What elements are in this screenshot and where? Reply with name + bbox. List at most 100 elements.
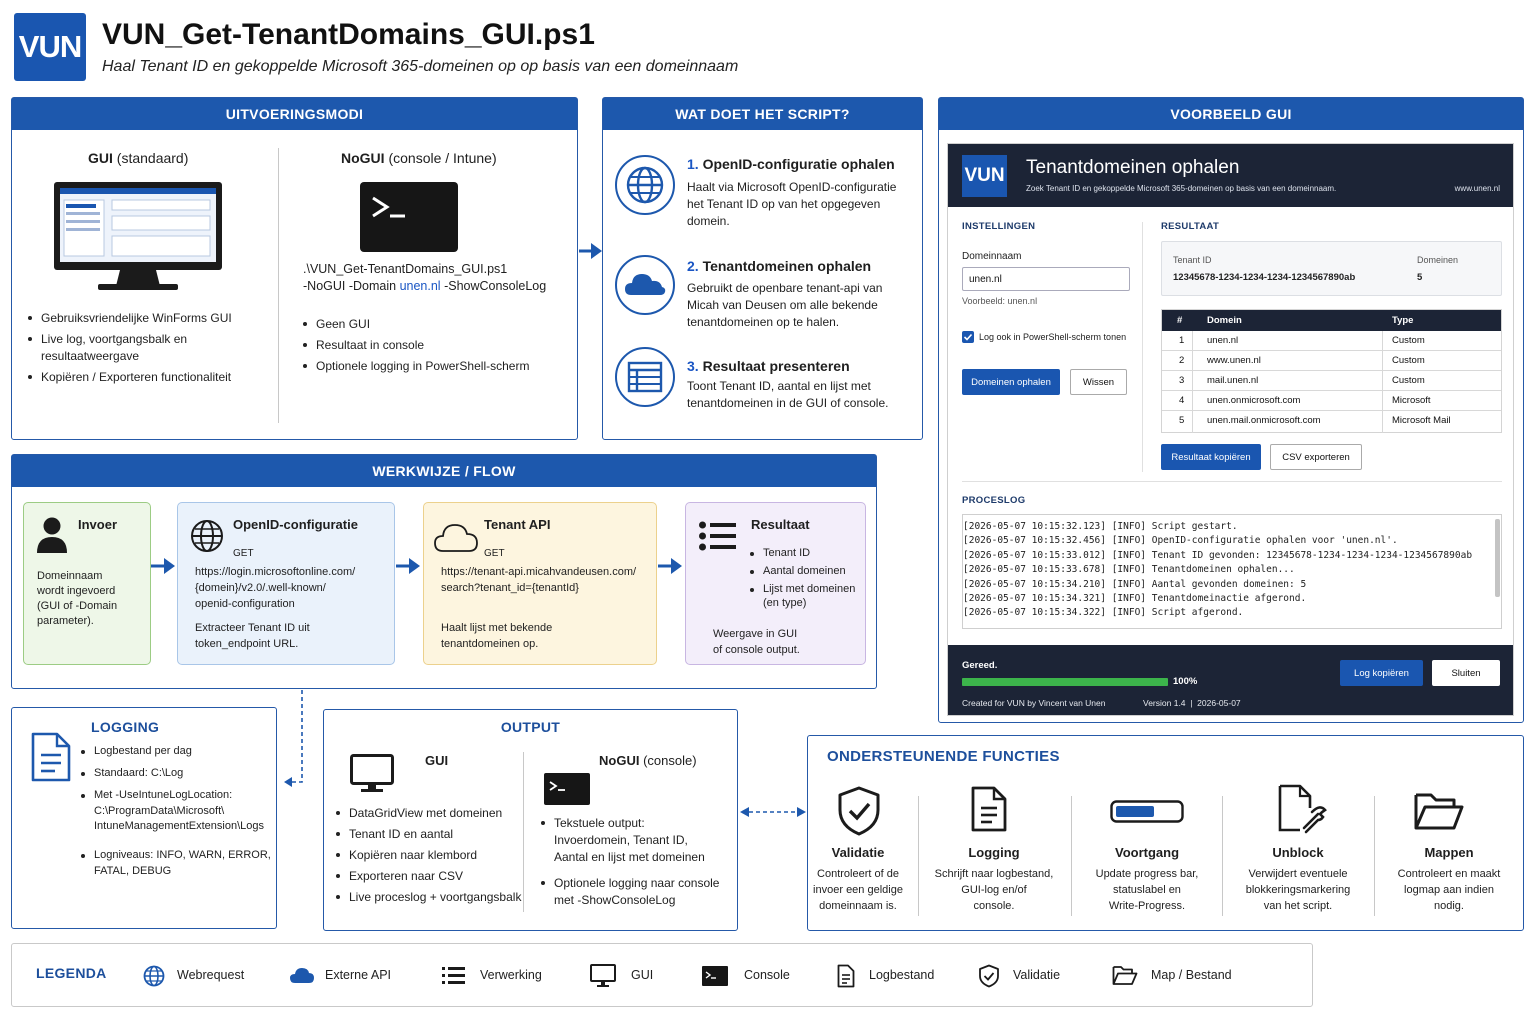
step-2-desc-2: Micah van Deusen om alle bekende <box>687 298 878 312</box>
gui-log-checkbox[interactable] <box>962 331 974 343</box>
document-icon <box>31 732 71 782</box>
support-validatie-desc-2: invoer een geldige <box>813 884 903 896</box>
gui-proclog-caption: PROCESLOG <box>962 495 1026 506</box>
list-item: Kopiëren naar klembord <box>334 847 521 863</box>
mode-nogui-features: Geen GUI Resultaat in console Optionele … <box>301 316 529 379</box>
flow-result-list-cont: (en type) <box>763 597 807 609</box>
gui-tenant-id-value: 12345678-1234-1234-1234-1234567890ab <box>1173 272 1356 283</box>
gui-col-domain[interactable]: Domein <box>1207 315 1242 326</box>
arrow-right-icon <box>658 558 682 574</box>
logging-list: Logbestand per dag Standaard: C:\Log Met… <box>79 744 232 803</box>
globe-icon <box>191 520 223 552</box>
mode-gui-heading: GUI (standaard) <box>88 150 189 166</box>
flow-api-title: Tenant API <box>484 517 551 532</box>
logging-loc-2: C:\ProgramData\Microsoft\ <box>94 805 225 817</box>
step-1-desc-3: domein. <box>687 214 730 228</box>
flow-input-title: Invoer <box>78 517 118 532</box>
gui-close-button[interactable]: Sluiten <box>1432 660 1500 686</box>
mode-nogui-heading: NoGUI (console / Intune) <box>341 150 497 166</box>
step-1-desc-1: Haalt via Microsoft OpenID-configuratie <box>687 180 897 194</box>
gui-export-csv-button[interactable]: CSV exporteren <box>1270 444 1362 470</box>
gui-proclog-box[interactable]: [2026-05-07 10:15:32.123] [INFO] Script … <box>962 514 1502 629</box>
step-2-desc-1: Gebruikt de openbare tenant-api van <box>687 281 883 295</box>
gui-logo: VUN <box>962 155 1007 197</box>
flow-api-desc-1: Haalt lijst met bekende <box>441 622 553 634</box>
gui-copy-result-button[interactable]: Resultaat kopiëren <box>1161 444 1261 470</box>
cloud-icon <box>290 968 314 983</box>
modes-panel-title: UITVOERINGSMODI <box>12 98 577 130</box>
folder-open-icon <box>1112 966 1138 985</box>
gui-version: Version 1.4 | 2026-05-07 <box>1143 698 1241 708</box>
gui-window-subtitle: Zoek Tenant ID en gekoppelde Microsoft 3… <box>1026 184 1337 193</box>
legend-console: Console <box>744 968 790 982</box>
support-validatie-desc-3: domeinnaam is. <box>819 900 897 912</box>
flow-openid-url-3: openid-configuration <box>195 598 295 610</box>
gui-fetch-domains-button[interactable]: Domeinen ophalen <box>962 369 1060 395</box>
gui-copy-log-button[interactable]: Log kopiëren <box>1340 660 1423 686</box>
gui-domain-count-label: Domeinen <box>1417 255 1459 265</box>
nogui-command-line2: -NoGUI -Domain unen.nl -ShowConsoleLog <box>303 279 547 293</box>
list-item: Tenant ID <box>748 546 855 561</box>
support-divider <box>1222 796 1223 916</box>
globe-icon <box>615 155 675 215</box>
list-item: Geen GUI <box>301 316 529 332</box>
gui-settings-caption: INSTELLINGEN <box>962 221 1036 232</box>
list-item: Optionele logging in PowerShell-scherm <box>301 358 529 374</box>
what-panel: WAT DOET HET SCRIPT? 1. OpenID-configura… <box>602 97 923 440</box>
nogui-command-line1: .\VUN_Get-TenantDomains_GUI.ps1 <box>303 262 508 276</box>
gui-website[interactable]: www.unen.nl <box>1454 184 1500 193</box>
gui-tenant-id-label: Tenant ID <box>1173 255 1212 265</box>
gui-clear-button[interactable]: Wissen <box>1070 369 1127 395</box>
list-item: Aantal domeinen <box>748 564 855 579</box>
support-voortgang-desc-1: Update progress bar, <box>1095 868 1199 880</box>
output-nogui-b2-2: met -ShowConsoleLog <box>554 893 676 907</box>
support-panel: ONDERSTEUNENDE FUNCTIES Validatie Contro… <box>807 735 1524 931</box>
flow-openid-url-1: https://login.microsoftonline.com/ <box>195 566 356 578</box>
log-line: [2026-05-07 10:15:33.678] [INFO] Tenantd… <box>963 564 1295 576</box>
gui-example-panel-title: VOORBEELD GUI <box>939 98 1523 130</box>
output-nogui-label: NoGUI (console) <box>599 753 697 768</box>
legend-gui: GUI <box>631 968 654 982</box>
step-3-title: 3. Resultaat presenteren <box>687 358 850 374</box>
globe-icon <box>143 965 165 987</box>
output-title: OUTPUT <box>500 719 561 735</box>
arrow-right-icon <box>151 558 175 574</box>
gui-col-type[interactable]: Type <box>1392 315 1414 326</box>
shield-check-icon <box>979 964 999 988</box>
flow-openid-desc-1: Extracteer Tenant ID uit <box>195 622 310 634</box>
output-nogui-list-2: Optionele logging naar console <box>539 875 719 891</box>
list-item: Resultaat in console <box>301 337 529 353</box>
step-3-desc-2: tenantdomeinen in de GUI of console. <box>687 396 889 410</box>
gui-divider <box>962 481 1502 482</box>
step-2-title: 2. Tenantdomeinen ophalen <box>687 258 872 274</box>
logging-loc-3: IntuneManagementExtension\Logs <box>94 820 265 832</box>
log-line: [2026-05-07 10:15:32.456] [INFO] OpenID-… <box>963 535 1398 547</box>
support-validatie-title: Validatie <box>831 845 885 860</box>
gui-window: VUN Tenantdomeinen ophalen Zoek Tenant I… <box>947 143 1514 716</box>
gui-window-title: Tenantdomeinen ophalen <box>1026 157 1240 178</box>
list-icon <box>442 967 465 984</box>
legend-externe-api: Externe API <box>325 968 392 982</box>
mode-gui-features: Gebruiksvriendelijke WinForms GUI Live l… <box>26 310 232 390</box>
gui-proclog-scrollbar[interactable] <box>1495 519 1500 597</box>
flow-input-desc-4: parameter). <box>37 615 94 627</box>
support-mappen-desc-2: logmap aan indien <box>1404 884 1494 896</box>
gui-status-label: Gereed. <box>962 660 998 671</box>
gui-progress-percent: 100% <box>1173 676 1198 687</box>
page-subtitle: Haal Tenant ID en gekoppelde Microsoft 3… <box>102 58 739 75</box>
gui-col-num[interactable]: # <box>1177 315 1183 326</box>
support-divider <box>1071 796 1072 916</box>
log-line: [2026-05-07 10:15:34.322] [INFO] Script … <box>963 607 1244 619</box>
gui-domain-input[interactable] <box>962 267 1130 291</box>
list-item: Optionele logging naar console <box>539 875 719 891</box>
support-divider <box>1374 796 1375 916</box>
what-panel-title: WAT DOET HET SCRIPT? <box>603 98 922 130</box>
gui-domain-count-value: 5 <box>1417 272 1423 283</box>
checkmark-icon <box>963 333 973 341</box>
